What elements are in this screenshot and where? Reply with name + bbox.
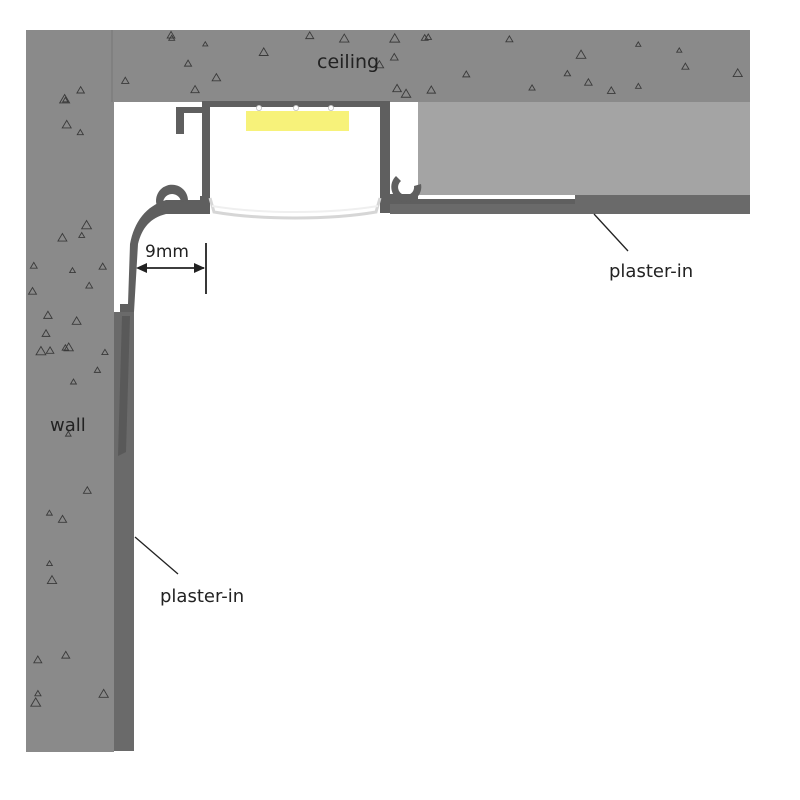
concrete-fleck	[85, 281, 94, 289]
wall-label: wall	[50, 415, 86, 436]
ceiling-plaster-skim	[390, 195, 750, 214]
profile-channel-top	[202, 101, 390, 107]
concrete-fleck	[201, 40, 209, 47]
concrete-fleck	[462, 70, 471, 78]
led-chips	[255, 105, 334, 112]
concrete-fleck	[732, 67, 744, 78]
concrete-fleck	[46, 574, 58, 585]
concrete-fleck	[681, 62, 690, 70]
concrete-fleck	[58, 93, 71, 104]
wall-concrete	[26, 30, 114, 752]
ceiling-concrete	[26, 30, 750, 102]
concrete-fleck	[61, 650, 71, 659]
diffuser-lens	[208, 197, 382, 220]
profile-channel-right	[380, 101, 390, 213]
concrete-fleck	[33, 655, 43, 664]
wall-plaster-bead	[118, 316, 130, 456]
concrete-fleck	[27, 286, 38, 295]
concrete-fleck	[45, 509, 54, 516]
concrete-fleck	[374, 59, 385, 69]
concrete-fleck	[98, 688, 110, 698]
profile-right-clip	[391, 176, 422, 202]
concrete-fleck	[389, 32, 401, 43]
concrete-fleck	[42, 310, 53, 319]
plaster-in-wall-label: plaster-in	[160, 586, 244, 607]
concrete-fleck	[424, 33, 433, 40]
concrete-fleck	[505, 34, 514, 43]
concrete-fleck	[69, 378, 78, 385]
profile-right-flange	[388, 194, 575, 204]
concrete-fleck	[338, 33, 350, 43]
concrete-fleck	[68, 266, 77, 274]
led-strip	[246, 111, 349, 131]
concrete-fleck	[389, 52, 399, 61]
concrete-fleck	[420, 33, 429, 41]
concrete-fleck	[98, 262, 108, 270]
profile-wall-leg	[120, 196, 210, 312]
concrete-fleck	[426, 85, 437, 94]
concrete-fleck	[606, 85, 616, 94]
concrete-fleck	[563, 69, 572, 77]
aluminium-profile	[120, 101, 575, 312]
concrete-fleck	[78, 231, 86, 238]
concrete-fleck	[101, 348, 109, 356]
concrete-texture	[27, 30, 744, 707]
concrete-fleck	[190, 84, 200, 94]
concrete-fleck	[29, 261, 38, 269]
concrete-fleck	[528, 83, 536, 91]
concrete-fleck	[57, 514, 68, 523]
diffuser-lens-edge	[211, 205, 379, 213]
dimension-9mm	[136, 243, 207, 294]
concrete-fleck	[304, 30, 315, 40]
concrete-fleck	[634, 82, 643, 89]
concrete-fleck	[35, 345, 47, 356]
concrete-fleck	[211, 72, 222, 82]
ceiling-plaster-board	[418, 102, 750, 195]
concrete-fleck	[61, 96, 69, 103]
concrete-fleck	[34, 689, 42, 697]
profile-left-clip	[156, 184, 188, 210]
concrete-fleck	[166, 30, 176, 39]
leader-line-ceiling-plaster	[593, 213, 629, 252]
plaster-in-ceiling-label: plaster-in	[609, 261, 693, 282]
concrete-fleck	[45, 559, 54, 566]
concrete-fleck	[120, 76, 130, 84]
concrete-fleck	[583, 77, 593, 86]
concrete-fleck	[64, 430, 72, 437]
concrete-fleck	[634, 40, 642, 47]
concrete-fleck	[391, 83, 403, 93]
concrete-fleck	[80, 219, 93, 230]
concrete-fleck	[76, 128, 85, 136]
concrete-fleck	[82, 485, 92, 494]
concrete-fleck	[45, 346, 55, 354]
concrete-fleck	[76, 85, 86, 94]
profile-channel-left	[202, 102, 210, 212]
concrete-fleck	[258, 46, 269, 56]
concrete-fleck	[575, 49, 587, 59]
concrete-fleck	[29, 696, 42, 707]
concrete-fleck	[675, 46, 683, 53]
ceiling-label: ceiling	[317, 51, 379, 73]
leader-line-wall-plaster	[134, 536, 179, 575]
concrete-fleck	[183, 59, 193, 67]
concrete-fleck	[61, 119, 72, 129]
dimension-arrow-left	[136, 263, 147, 273]
concrete-fleck	[57, 232, 68, 242]
concrete-fleck	[41, 328, 51, 337]
concrete-fleck	[71, 315, 82, 325]
dimension-arrow-right	[194, 263, 205, 273]
concrete-fleck	[61, 343, 70, 351]
concrete-fleck	[400, 88, 412, 98]
concrete-fleck	[93, 366, 102, 373]
concrete-fleck	[167, 34, 176, 41]
dimension-label: 9mm	[145, 242, 189, 262]
